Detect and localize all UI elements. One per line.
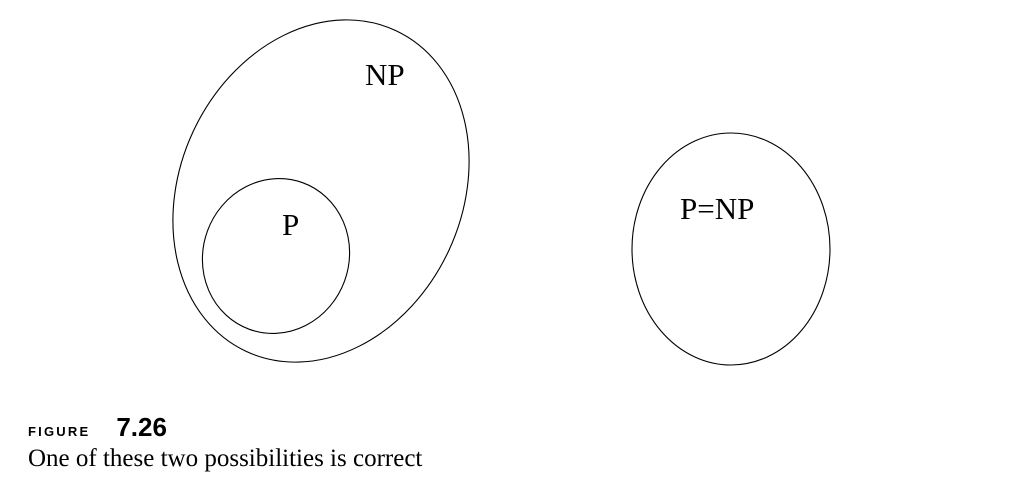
figure-word: FIGURE <box>28 420 91 441</box>
p-subset-np-possibility: NP P <box>172 19 470 363</box>
p-equals-np-label: P=NP <box>680 191 754 226</box>
p-set-ellipse <box>201 178 351 334</box>
figure-number: 7.26 <box>116 412 167 442</box>
np-label: NP <box>365 57 405 92</box>
caption-text: One of these two possibilities is correc… <box>28 445 423 472</box>
complexity-class-diagram: NP P P=NP <box>172 19 831 366</box>
figure-caption: FIGURE 7.26 One of these two possibilitie… <box>28 410 988 474</box>
p-label: P <box>282 207 299 242</box>
p-equals-np-possibility: P=NP <box>631 132 831 366</box>
figure-heading: FIGURE 7.26 <box>28 410 988 444</box>
np-set-ellipse <box>172 19 470 363</box>
p-equals-np-ellipse <box>631 132 831 366</box>
